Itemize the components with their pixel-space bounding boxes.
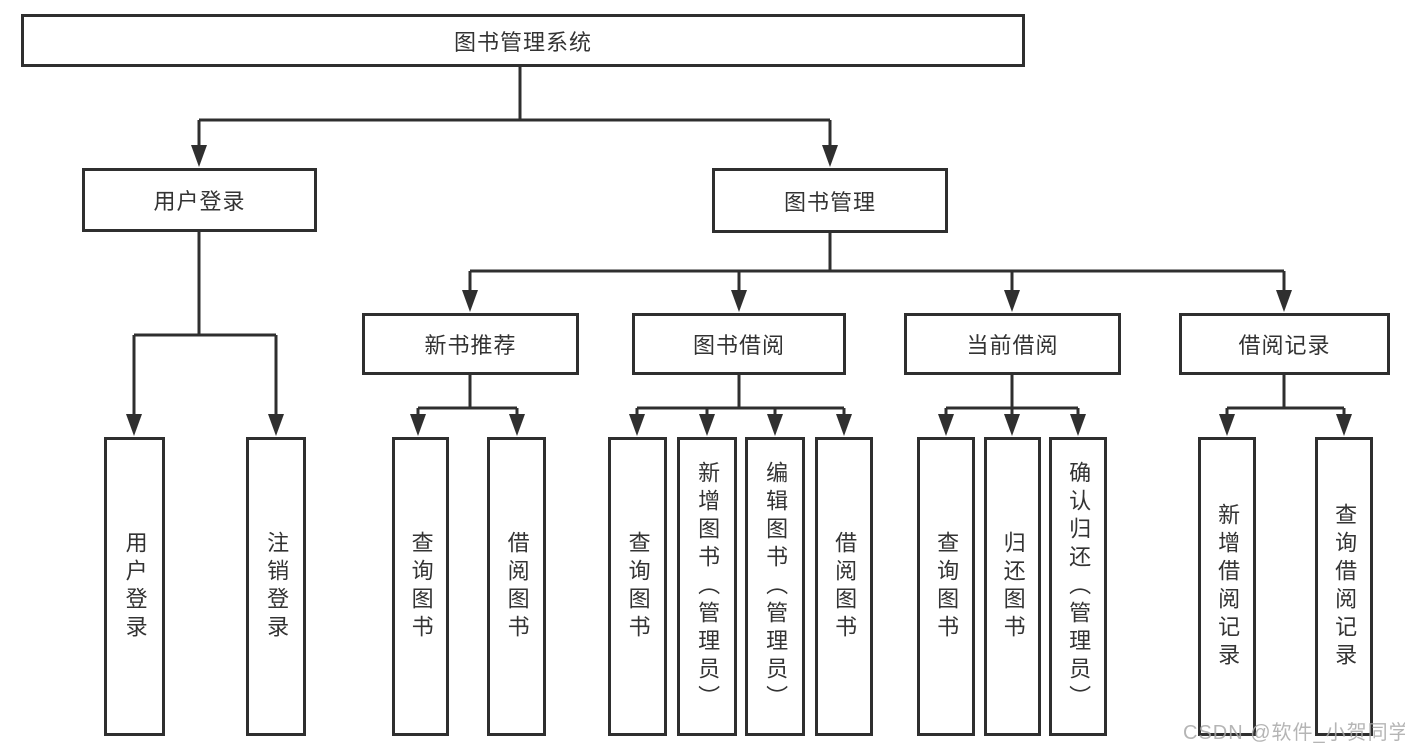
node-leaf-logout-label: 注销登录 <box>264 530 290 643</box>
node-current-borrow-label: 当前借阅 <box>966 333 1059 358</box>
node-leaf-borrow-books-2-label: 借阅图书 <box>832 530 858 643</box>
node-leaf-borrow-books-1: 借阅图书 <box>487 437 546 736</box>
node-leaf-logout: 注销登录 <box>246 437 306 736</box>
node-leaf-query-books-2-label: 查询图书 <box>625 530 651 643</box>
node-root-label: 图书管理系统 <box>453 29 592 55</box>
node-leaf-add-book-admin: 新增图书（管理员） <box>677 437 737 736</box>
node-book-management-label: 图书管理 <box>783 189 876 215</box>
node-leaf-confirm-return-admin: 确认归还（管理员） <box>1049 437 1107 736</box>
node-user-login-branch-label: 用户登录 <box>153 189 246 214</box>
node-leaf-add-borrow-record: 新增借阅记录 <box>1198 437 1256 736</box>
node-leaf-borrow-books-2: 借阅图书 <box>815 437 873 736</box>
node-leaf-user-login: 用户登录 <box>104 437 165 736</box>
node-book-management: 图书管理 <box>712 168 948 233</box>
arrowheads <box>126 145 1352 436</box>
node-leaf-query-borrow-record-label: 查询借阅记录 <box>1332 502 1358 671</box>
node-user-login-branch: 用户登录 <box>82 168 317 232</box>
node-borrow-records: 借阅记录 <box>1179 313 1390 375</box>
node-leaf-return-book: 归还图书 <box>984 437 1041 736</box>
node-root: 图书管理系统 <box>21 14 1025 67</box>
node-new-book-recommend-label: 新书推荐 <box>424 333 517 358</box>
node-leaf-add-book-admin-label: 新增图书（管理员） <box>695 460 721 713</box>
node-current-borrow: 当前借阅 <box>904 313 1121 375</box>
node-leaf-user-login-label: 用户登录 <box>122 530 148 643</box>
node-leaf-query-borrow-record: 查询借阅记录 <box>1315 437 1373 736</box>
node-book-borrow: 图书借阅 <box>632 313 846 375</box>
node-borrow-records-label: 借阅记录 <box>1238 333 1331 358</box>
node-leaf-edit-book-admin-label: 编辑图书（管理员） <box>763 460 789 713</box>
node-leaf-query-books-1-label: 查询图书 <box>408 530 434 643</box>
node-book-borrow-label: 图书借阅 <box>692 333 785 358</box>
node-leaf-return-book-label: 归还图书 <box>1000 530 1026 643</box>
node-leaf-query-books-3-label: 查询图书 <box>934 530 960 643</box>
node-leaf-query-books-1: 查询图书 <box>392 437 449 736</box>
node-leaf-query-books-2: 查询图书 <box>608 437 667 736</box>
node-leaf-edit-book-admin: 编辑图书（管理员） <box>745 437 805 736</box>
node-leaf-query-books-3: 查询图书 <box>917 437 975 736</box>
csdn-watermark: CSDN @软件_小贺同学 <box>1183 722 1405 744</box>
node-new-book-recommend: 新书推荐 <box>362 313 579 375</box>
node-leaf-borrow-books-1-label: 借阅图书 <box>504 530 530 643</box>
node-leaf-add-borrow-record-label: 新增借阅记录 <box>1215 502 1241 671</box>
node-leaf-confirm-return-admin-label: 确认归还（管理员） <box>1066 460 1092 713</box>
